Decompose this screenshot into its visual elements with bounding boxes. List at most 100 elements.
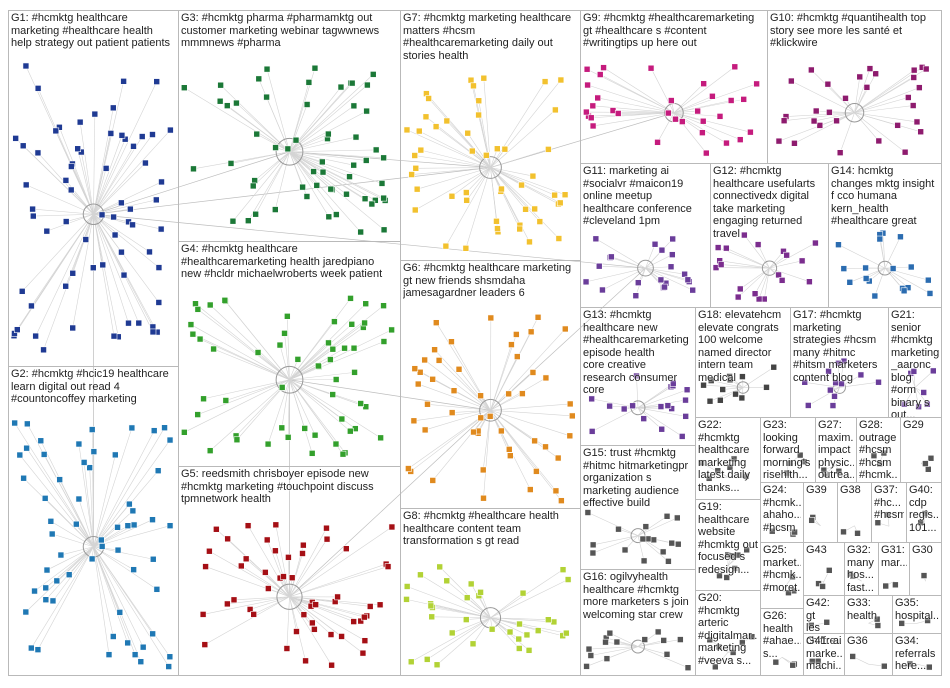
node[interactable]	[130, 143, 137, 150]
node[interactable]	[436, 563, 444, 571]
node[interactable]	[561, 325, 569, 333]
node[interactable]	[75, 440, 83, 448]
node[interactable]	[832, 379, 839, 387]
node[interactable]	[508, 341, 515, 348]
node[interactable]	[384, 563, 392, 570]
node[interactable]	[654, 139, 661, 146]
node[interactable]	[833, 117, 840, 125]
node[interactable]	[224, 600, 231, 608]
node[interactable]	[587, 114, 595, 122]
node[interactable]	[709, 92, 716, 100]
node[interactable]	[357, 617, 365, 625]
node[interactable]	[311, 626, 318, 633]
node[interactable]	[262, 569, 269, 576]
node[interactable]	[338, 633, 345, 640]
node[interactable]	[180, 84, 188, 92]
node[interactable]	[554, 454, 562, 462]
node[interactable]	[69, 324, 77, 332]
node[interactable]	[770, 363, 778, 371]
node[interactable]	[541, 78, 549, 85]
node[interactable]	[920, 572, 928, 579]
node[interactable]	[501, 145, 509, 153]
node[interactable]	[730, 455, 738, 463]
node[interactable]	[88, 426, 96, 433]
node[interactable]	[329, 345, 337, 353]
node[interactable]	[283, 645, 291, 652]
group-G43[interactable]: G43	[803, 542, 845, 596]
node[interactable]	[310, 168, 317, 175]
node[interactable]	[263, 93, 270, 101]
node[interactable]	[312, 601, 319, 608]
node[interactable]	[20, 474, 27, 482]
node[interactable]	[362, 157, 370, 164]
node[interactable]	[34, 646, 42, 653]
node[interactable]	[363, 107, 370, 115]
node[interactable]	[606, 629, 614, 637]
node[interactable]	[884, 511, 892, 518]
node[interactable]	[346, 173, 353, 180]
node[interactable]	[920, 389, 928, 396]
node[interactable]	[876, 460, 884, 468]
node[interactable]	[380, 154, 387, 162]
node[interactable]	[479, 466, 487, 474]
node[interactable]	[28, 302, 35, 310]
node[interactable]	[416, 368, 424, 376]
node[interactable]	[825, 567, 833, 574]
node[interactable]	[263, 65, 271, 73]
node[interactable]	[894, 122, 901, 129]
node[interactable]	[872, 70, 879, 78]
node[interactable]	[65, 571, 73, 579]
node[interactable]	[739, 373, 746, 380]
node[interactable]	[806, 278, 813, 286]
node[interactable]	[417, 146, 425, 154]
node[interactable]	[305, 79, 313, 86]
node[interactable]	[34, 85, 42, 92]
node[interactable]	[302, 657, 309, 665]
node[interactable]	[29, 205, 36, 213]
node[interactable]	[875, 378, 882, 386]
node[interactable]	[751, 290, 759, 298]
node[interactable]	[515, 635, 523, 643]
node[interactable]	[213, 525, 220, 533]
node[interactable]	[740, 96, 748, 103]
node[interactable]	[699, 129, 706, 136]
node[interactable]	[424, 400, 431, 408]
node[interactable]	[238, 562, 245, 570]
node[interactable]	[217, 81, 224, 89]
node[interactable]	[796, 451, 804, 459]
node[interactable]	[856, 73, 864, 81]
node[interactable]	[840, 265, 848, 272]
node[interactable]	[222, 397, 230, 404]
node[interactable]	[494, 225, 501, 232]
node[interactable]	[462, 245, 470, 252]
node[interactable]	[775, 271, 782, 279]
node[interactable]	[674, 540, 682, 548]
node[interactable]	[906, 660, 914, 668]
node[interactable]	[303, 193, 311, 200]
group-G12[interactable]: G12: #hcmktg healthcare usefularts conne…	[710, 163, 829, 308]
node[interactable]	[731, 565, 739, 572]
node[interactable]	[99, 261, 107, 269]
node[interactable]	[244, 522, 252, 529]
node[interactable]	[913, 118, 921, 126]
node[interactable]	[907, 263, 915, 271]
node[interactable]	[153, 586, 161, 593]
group-G22[interactable]: G22: #hcmktg healthcare marketing latest…	[695, 417, 761, 500]
node[interactable]	[728, 552, 736, 560]
node[interactable]	[862, 264, 869, 272]
node[interactable]	[505, 446, 513, 453]
node[interactable]	[531, 437, 538, 445]
node[interactable]	[278, 424, 286, 432]
node[interactable]	[272, 521, 280, 529]
node[interactable]	[808, 658, 816, 665]
node[interactable]	[24, 420, 31, 428]
node[interactable]	[835, 467, 843, 475]
node[interactable]	[909, 102, 917, 109]
node[interactable]	[467, 580, 475, 588]
node[interactable]	[90, 448, 98, 455]
node[interactable]	[325, 339, 332, 347]
node[interactable]	[667, 263, 675, 271]
node[interactable]	[347, 295, 354, 302]
node[interactable]	[19, 142, 27, 150]
node[interactable]	[264, 440, 272, 448]
